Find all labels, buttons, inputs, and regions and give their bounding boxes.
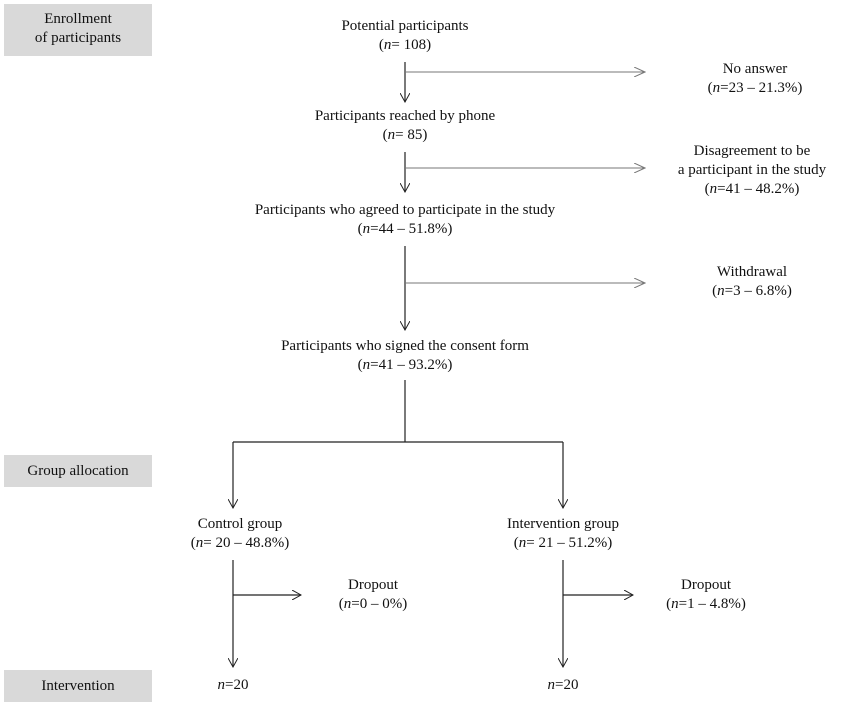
node-agreed-label: Participants who agreed to participate i…: [254, 202, 556, 218]
node-reached-label: Participants reached by phone: [314, 108, 496, 124]
exclusion-dropout-intervention-count: (n=1 – 4.8%): [666, 596, 746, 612]
node-agreed-to-participate: Participants who agreed to participate i…: [255, 201, 555, 239]
node-potential-participants: Potential participants (n= 108): [341, 17, 468, 55]
node-reached-by-phone: Participants reached by phone (n= 85): [315, 107, 495, 145]
stage-intervention-label: Intervention: [41, 678, 115, 694]
exclusion-disagreement-label-1: Disagreement to be: [693, 143, 811, 159]
stage-group-allocation-label: Group allocation: [27, 463, 129, 479]
exclusion-dropout-control: Dropout (n=0 – 0%): [339, 576, 407, 614]
node-agreed-count: (n=44 – 51.8%): [357, 221, 453, 237]
exclusion-withdrawal-count: (n=3 – 6.8%): [712, 283, 792, 299]
stage-group-allocation: Group allocation: [4, 455, 152, 487]
node-intervention-group: Intervention group (n= 21 – 51.2%): [507, 515, 619, 553]
exclusion-dropout-control-count: (n=0 – 0%): [338, 596, 408, 612]
exclusion-no-answer-label: No answer: [722, 61, 788, 77]
node-potential-count: (n= 108): [378, 37, 432, 53]
exclusion-disagreement: Disagreement to be a participant in the …: [678, 142, 826, 199]
node-signed-label: Participants who signed the consent form: [281, 338, 529, 354]
exclusion-withdrawal-label: Withdrawal: [716, 264, 788, 280]
node-potential-label: Potential participants: [341, 18, 469, 34]
stage-enrollment-line1: Enrollment: [44, 11, 112, 27]
exclusion-dropout-control-label: Dropout: [348, 577, 398, 593]
node-control-count: (n= 20 – 48.8%): [190, 535, 290, 551]
exclusion-dropout-intervention-label: Dropout: [681, 577, 731, 593]
exclusion-withdrawal: Withdrawal (n=3 – 6.8%): [712, 263, 792, 301]
stage-intervention: Intervention: [4, 670, 152, 702]
node-intervention-final: n=20: [547, 677, 579, 693]
node-signed-count: (n=41 – 93.2%): [357, 357, 453, 373]
stage-enrollment-line2: of participants: [34, 30, 122, 46]
exclusion-no-answer-count: (n=23 – 21.3%): [707, 80, 803, 96]
node-intervention-count: (n= 21 – 51.2%): [513, 535, 613, 551]
exclusion-disagreement-label-2: a participant in the study: [677, 162, 827, 178]
node-intervention-label: Intervention group: [506, 516, 620, 532]
node-reached-count: (n= 85): [382, 127, 428, 143]
node-control-final: n=20: [217, 677, 249, 693]
exclusion-disagreement-count: (n=41 – 48.2%): [704, 181, 800, 197]
stage-enrollment: Enrollment of participants: [4, 4, 152, 56]
node-signed-consent: Participants who signed the consent form…: [281, 337, 529, 375]
node-control-group: Control group (n= 20 – 48.8%): [191, 515, 289, 553]
exclusion-dropout-intervention: Dropout (n=1 – 4.8%): [666, 576, 746, 614]
node-control-label: Control group: [197, 516, 283, 532]
exclusion-no-answer: No answer (n=23 – 21.3%): [708, 60, 803, 98]
